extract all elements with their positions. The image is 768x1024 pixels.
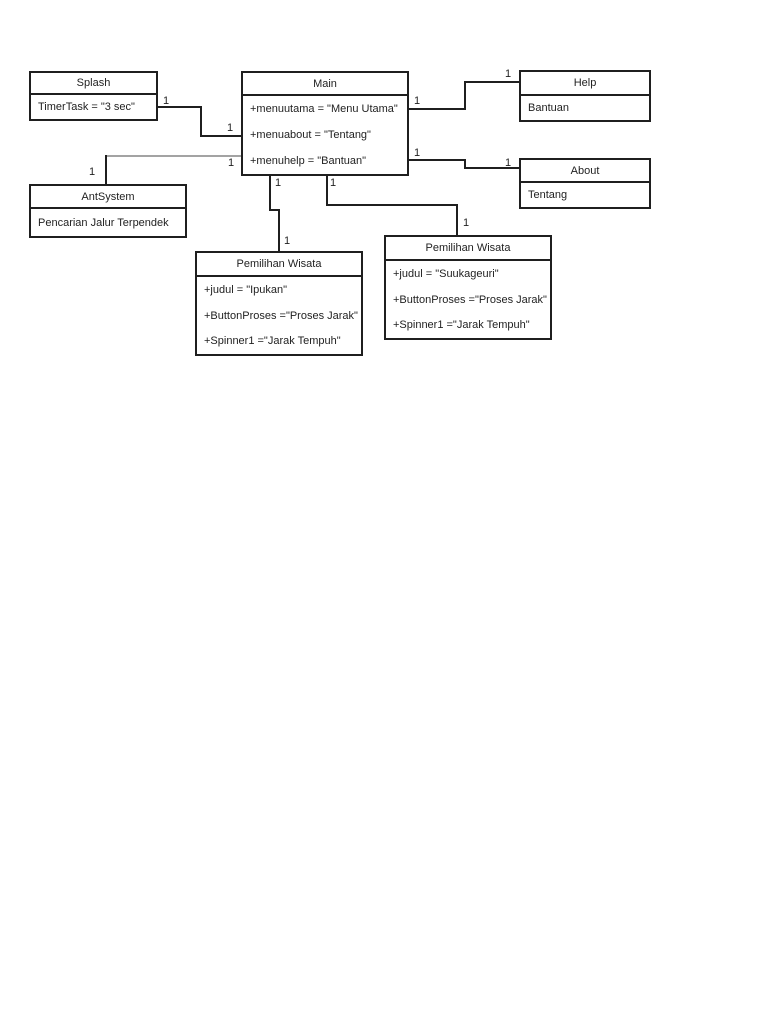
connector-segment <box>105 155 241 157</box>
class-attribute: +ButtonProses ="Proses Jarak" <box>393 293 547 306</box>
class-attribute: Pencarian Jalur Terpendek <box>38 216 169 229</box>
class-box-about: About Tentang <box>519 158 651 209</box>
connector-segment <box>269 209 280 211</box>
class-attribute: +menuabout = "Tentang" <box>250 129 371 141</box>
connector-segment <box>409 159 466 161</box>
multiplicity-label: 1 <box>88 166 96 178</box>
class-attribute: +judul = "Suukageuri" <box>393 267 499 280</box>
class-title: Splash <box>31 73 156 95</box>
class-attributes: TimerTask = "3 sec" <box>31 95 156 119</box>
class-attribute: +Spinner1 ="Jarak Tempuh" <box>393 319 530 332</box>
multiplicity-label: 1 <box>227 157 235 169</box>
class-box-pemilihan-wisata-1: Pemilihan Wisata +judul = "Ipukan" +Butt… <box>195 251 363 356</box>
connector-segment <box>464 81 519 83</box>
connector-segment <box>158 106 202 108</box>
multiplicity-label: 1 <box>504 68 512 80</box>
class-title: Pemilihan Wisata <box>197 253 361 277</box>
class-attributes: Bantuan <box>521 96 649 120</box>
connector-segment <box>278 209 280 251</box>
connector-segment <box>464 81 466 110</box>
class-title: About <box>521 160 649 183</box>
class-box-pemilihan-wisata-2: Pemilihan Wisata +judul = "Suukageuri" +… <box>384 235 552 340</box>
connector-segment <box>456 204 458 235</box>
connector-segment <box>200 106 202 137</box>
class-attribute: +Spinner1 ="Jarak Tempuh" <box>204 335 341 348</box>
multiplicity-label: 1 <box>329 177 337 189</box>
class-attributes: +judul = "Ipukan" +ButtonProses ="Proses… <box>197 277 361 354</box>
class-box-main: Main +menuutama = "Menu Utama" +menuabou… <box>241 71 409 176</box>
connector-segment <box>105 155 107 184</box>
connector-segment <box>326 204 458 206</box>
connector-segment <box>464 159 466 169</box>
class-attribute: +menuhelp = "Bantuan" <box>250 155 367 167</box>
multiplicity-label: 1 <box>283 235 291 247</box>
multiplicity-label: 1 <box>462 217 470 229</box>
class-attributes: Pencarian Jalur Terpendek <box>31 209 185 236</box>
class-attribute: Bantuan <box>528 102 569 114</box>
class-attribute: Tentang <box>528 189 568 201</box>
class-title: AntSystem <box>31 186 185 209</box>
class-attribute: +judul = "Ipukan" <box>204 283 288 296</box>
multiplicity-label: 1 <box>504 157 512 169</box>
connector-segment <box>200 135 241 137</box>
class-title: Pemilihan Wisata <box>386 237 550 261</box>
multiplicity-label: 1 <box>413 147 421 159</box>
class-attributes: +judul = "Suukageuri" +ButtonProses ="Pr… <box>386 261 550 338</box>
class-attributes: +menuutama = "Menu Utama" +menuabout = "… <box>243 96 407 174</box>
class-attributes: Tentang <box>521 183 649 207</box>
connector-segment <box>326 176 328 206</box>
multiplicity-label: 1 <box>226 122 234 134</box>
class-box-splash: Splash TimerTask = "3 sec" <box>29 71 158 121</box>
multiplicity-label: 1 <box>162 95 170 107</box>
class-box-help: Help Bantuan <box>519 70 651 122</box>
class-attribute: TimerTask = "3 sec" <box>38 101 135 113</box>
multiplicity-label: 1 <box>274 177 282 189</box>
multiplicity-label: 1 <box>413 95 421 107</box>
connector-segment <box>269 176 271 211</box>
class-title: Help <box>521 72 649 96</box>
class-box-antsystem: AntSystem Pencarian Jalur Terpendek <box>29 184 187 238</box>
class-title: Main <box>243 73 407 96</box>
connector-segment <box>409 108 466 110</box>
connector-segment <box>464 167 519 169</box>
class-attribute: +ButtonProses ="Proses Jarak" <box>204 309 358 322</box>
class-attribute: +menuutama = "Menu Utama" <box>250 103 398 115</box>
